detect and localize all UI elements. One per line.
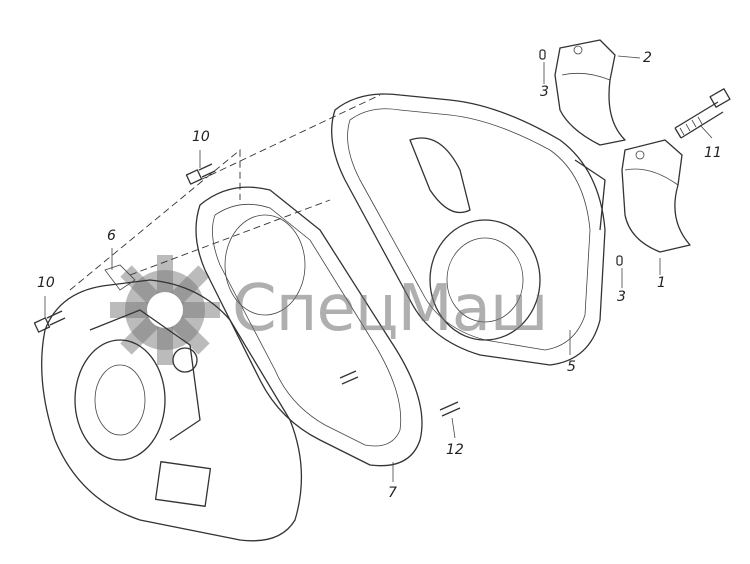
callout-2: 2 [643,50,652,66]
part-5-middle-housing [331,93,606,366]
part-12-stud [339,370,359,385]
callout-3: 3 [540,84,549,100]
callout-3: 3 [617,289,626,305]
part-1-bearing-cap [621,139,691,253]
callout-1: 1 [657,275,666,291]
watermark-text: СпецМаш [232,272,548,346]
assembly-line [199,94,381,181]
part-12-stud [439,401,461,417]
part-3-pin [616,255,623,266]
callout-12: 12 [446,442,464,458]
callout-11: 11 [704,145,722,161]
leader-lines [44,55,713,482]
part-11-bolt [674,88,731,139]
assembly-line [69,149,241,291]
callout-10: 10 [37,275,55,291]
part-3-pin [539,49,546,60]
assembly-line [129,199,331,276]
watermark-gear-logo [110,255,220,365]
callout-5: 5 [567,359,576,375]
part-6-front-housing [41,264,303,542]
callout-6: 6 [107,228,116,244]
part-7-gasket [195,186,423,467]
part-2-bearing-cap [554,39,626,146]
callout-7: 7 [388,485,397,501]
part-10-bolt [185,163,216,185]
callout-10: 10 [192,129,210,145]
part-10-bolt [33,310,66,333]
